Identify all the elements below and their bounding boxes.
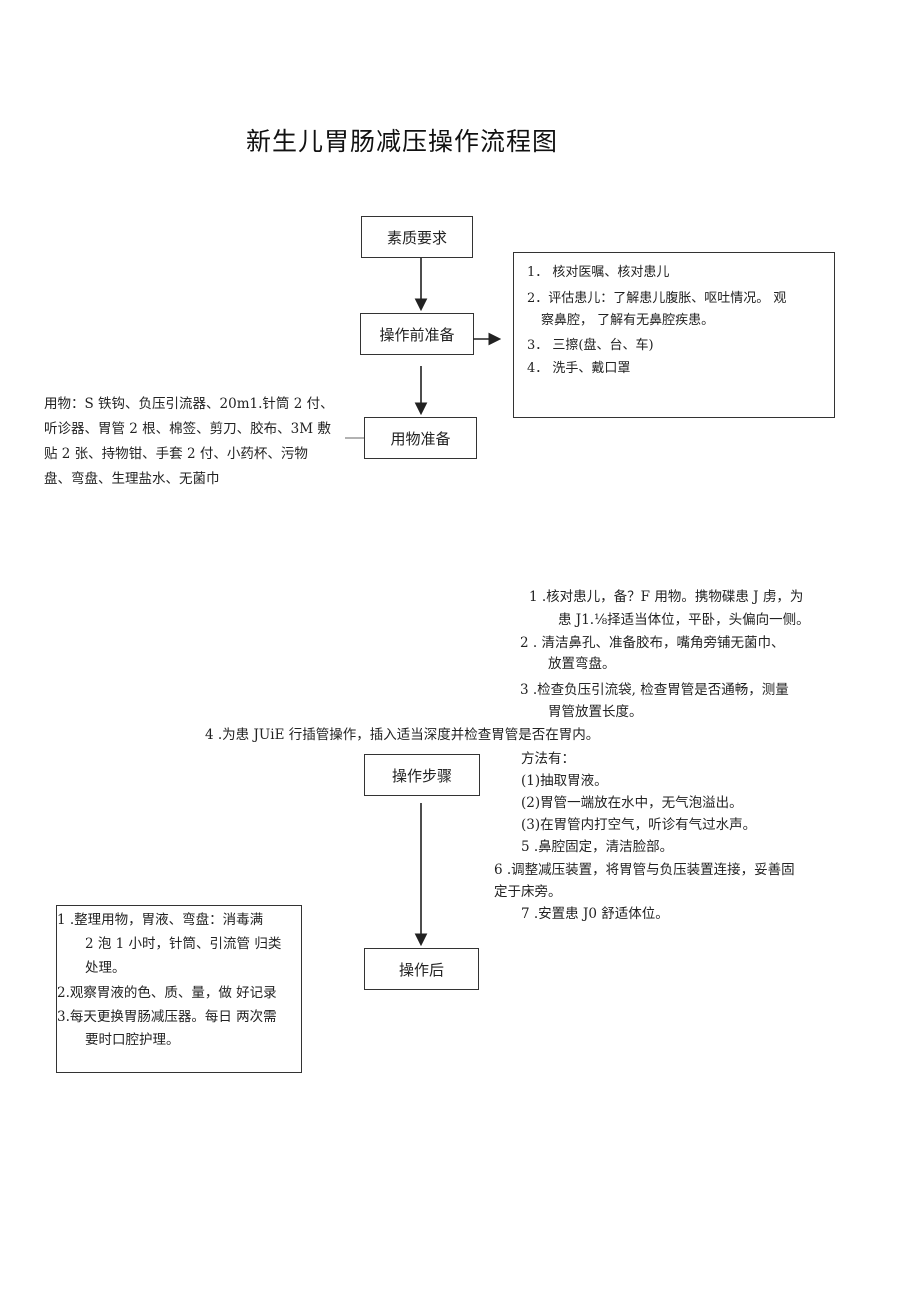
step-note-2b: 放置弯盘。	[548, 656, 616, 672]
prep-note-3: 3． 三擦(盘、台、车)	[527, 338, 654, 353]
node-steps: 操作步骤	[364, 754, 480, 796]
step-note-method-1: (1)抽取胃液。	[521, 773, 608, 789]
after-note-1c: 处理。	[85, 960, 126, 976]
prep-notes-panel	[513, 252, 835, 418]
prep-note-4: 4． 洗手、戴口罩	[527, 361, 631, 376]
step-note-methods: 方法有：	[521, 751, 575, 767]
prep-note-2b: 察鼻腔， 了解有无鼻腔疾患。	[541, 313, 715, 328]
materials-line-4: 盘、弯盘、生理盐水、无菌巾	[44, 471, 220, 487]
after-notes-panel	[56, 905, 302, 1073]
after-note-1b: 2 泡 1 小时，针筒、引流管 归类	[85, 936, 282, 952]
step-note-2: 2 . 清洁鼻孔、准备胶布，嘴角旁铺无菌巾、	[520, 635, 785, 651]
prep-note-2: 2．评估患儿：了解患儿腹胀、呕吐情况。 观	[527, 291, 787, 306]
step-note-method-3: (3)在胃管内打空气，听诊有气过水声。	[521, 817, 757, 833]
step-note-6b: 定于床旁。	[494, 884, 562, 900]
step-note-5: 5 .鼻腔固定，清洁脸部。	[521, 839, 674, 855]
node-quality: 素质要求	[361, 216, 473, 258]
step-note-3b: 胃管放置长度。	[548, 704, 643, 720]
node-prep: 操作前准备	[360, 313, 474, 355]
node-after: 操作后	[364, 948, 479, 990]
materials-line-1: 用物：S 铁钩、负压引流器、20m1.针筒 2 付、	[44, 396, 334, 412]
prep-note-1: 1． 核对医嘱、核对患儿	[527, 265, 670, 280]
step-note-method-2: (2)胃管一端放在水中，无气泡溢出。	[521, 795, 743, 811]
materials-line-3: 贴 2 张、持物钳、手套 2 付、小药杯、污物	[44, 446, 308, 462]
node-materials: 用物准备	[364, 417, 477, 459]
after-note-1: 1 .整理用物，胃液、弯盘：消毒满	[57, 912, 264, 928]
step-note-4: 4 .为患 JUiE 行插管操作，插入适当深度并检查胃管是否在胃内。	[205, 727, 600, 743]
page-title: 新生儿胃肠减压操作流程图	[246, 127, 559, 156]
step-note-3: 3 .检查负压引流袋, 检查胃管是否通畅，测量	[520, 682, 789, 698]
step-note-1b: 患 J1.⅛择适当体位，平卧，头偏向一侧。	[558, 612, 810, 628]
step-note-6: 6 .调整减压装置，将胃管与负压装置连接，妥善固	[494, 862, 795, 878]
after-note-2: 2.观察胃液的色、质、量，做 好记录	[57, 985, 277, 1001]
after-note-3b: 要时口腔护理。	[85, 1032, 180, 1048]
materials-line-2: 听诊器、胃管 2 根、棉签、剪刀、胶布、3M 敷	[44, 421, 331, 437]
step-note-7: 7 .安置患 J0 舒适体位。	[521, 906, 669, 922]
step-note-1: 1 .核对患儿，备？F 用物。携物碟患 J 虏，为	[529, 589, 804, 605]
after-note-3: 3.每天更换胃肠减压器。每日 两次需	[57, 1009, 277, 1025]
